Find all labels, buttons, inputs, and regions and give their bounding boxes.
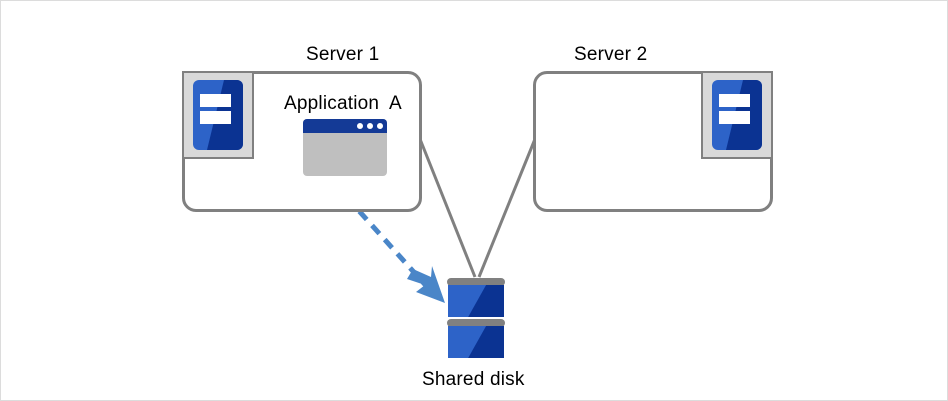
connector-server2-to-disk [477,138,537,278]
application-window-titlebar [303,119,387,133]
disk-bar-top [447,278,505,286]
disk-bar-bottom [447,319,505,327]
disk-block-top [448,285,504,317]
server-icon-bar-top [200,94,231,107]
connector-server1-to-disk [418,138,477,278]
application-window-icon [303,119,387,176]
server-icon-body [193,80,243,150]
server-icon-bar-bottom [719,110,750,124]
disk-block-shade [468,326,504,358]
window-dot-icon-3 [377,123,383,129]
window-dot-icon-1 [357,123,363,129]
shared-disk-icon [447,278,505,362]
window-dot-icon-2 [367,123,373,129]
server-icon-bar-top [719,94,750,107]
server-icon-body [712,80,762,150]
disk-block-shade [468,285,504,317]
disk-block-bottom [448,326,504,358]
server1-title: Server 1 [306,44,380,65]
server1-icon [182,71,254,159]
server-icon-bar-bottom [200,110,231,124]
arrowhead-icon [407,266,445,303]
application-a-label: Application A [284,93,402,114]
server2-title: Server 2 [574,44,648,65]
server2-icon [701,71,773,159]
shared-disk-label: Shared disk [422,369,525,390]
